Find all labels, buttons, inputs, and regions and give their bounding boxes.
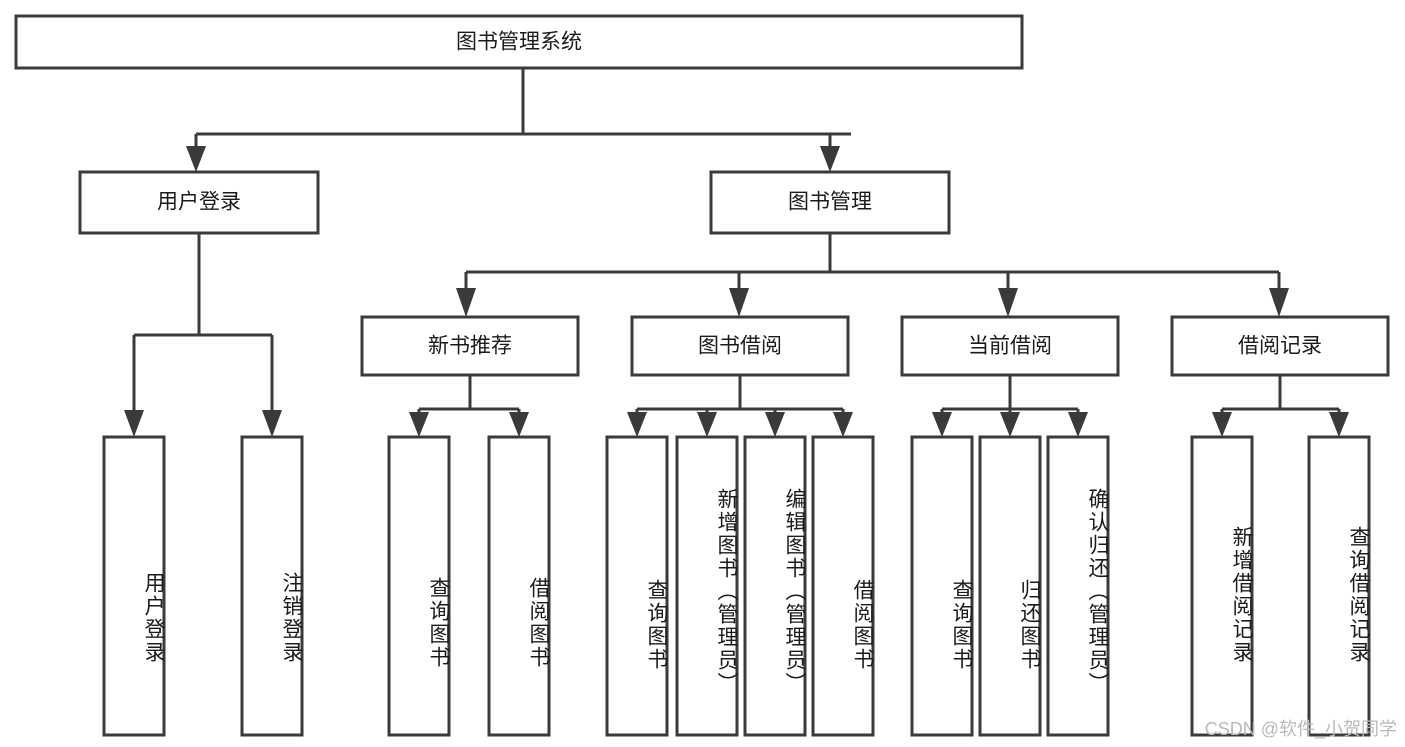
connector-book-management-to-level3 bbox=[456, 233, 1289, 317]
leaf-borrow-book-1-box[interactable] bbox=[487, 435, 551, 737]
arrow-to-leaf-query-record bbox=[1329, 412, 1349, 437]
arrow-to-leaf-borrow-book-2 bbox=[833, 412, 853, 437]
arrow-to-leaf-add-record bbox=[1212, 412, 1232, 437]
node-book-borrow-label: 图书借阅 bbox=[698, 335, 782, 358]
leaf-query-record-box[interactable] bbox=[1307, 435, 1371, 737]
leaf-confirm-return-label: 确认归还（管理员） bbox=[1086, 487, 1109, 695]
node-book-management-label: 图书管理 bbox=[788, 191, 872, 214]
node-borrow-record-box bbox=[1170, 315, 1390, 377]
node-current-borrow-label: 当前借阅 bbox=[968, 335, 1052, 358]
arrow-to-leaf-confirm-return bbox=[1068, 412, 1088, 437]
connector-current-borrow-to-leaves bbox=[932, 375, 1088, 437]
node-new-book-recommend[interactable]: 新书推荐 bbox=[360, 315, 580, 377]
arrow-to-current-borrow bbox=[998, 288, 1018, 317]
leaf-query-book-1-box[interactable] bbox=[387, 435, 451, 737]
leaf-query-book-3-box[interactable] bbox=[910, 435, 974, 737]
arrow-to-leaf-return-book bbox=[1000, 412, 1020, 437]
node-root-system[interactable]: 图书管理系统 bbox=[14, 14, 1024, 70]
arrow-to-leaf-user-login bbox=[124, 410, 144, 437]
leaf-user-login-box[interactable] bbox=[102, 435, 166, 737]
arrow-to-new-book-recommend bbox=[456, 288, 476, 317]
leaf-borrow-book-2-label: 借阅图书 bbox=[851, 579, 874, 671]
arrow-to-leaf-user-logout bbox=[262, 410, 282, 437]
connector-new-book-recommend-to-leaves bbox=[409, 375, 529, 437]
node-book-management-box bbox=[709, 170, 951, 235]
node-borrow-record[interactable]: 借阅记录 bbox=[1170, 315, 1390, 377]
arrow-to-book-borrow bbox=[729, 288, 749, 317]
leaf-add-book-label: 新增图书（管理员） bbox=[715, 487, 738, 695]
node-root-system-label: 图书管理系统 bbox=[456, 31, 582, 54]
arrow-to-leaf-query-book-3 bbox=[932, 412, 952, 437]
connector-borrow-record-to-leaves bbox=[1212, 375, 1349, 437]
node-root-system-box bbox=[14, 14, 1024, 70]
leaf-return-book-label: 归还图书 bbox=[1018, 579, 1041, 671]
leaf-query-book-3-label: 查询图书 bbox=[950, 579, 973, 671]
node-new-book-recommend-box bbox=[360, 315, 580, 377]
arrow-to-borrow-record bbox=[1269, 288, 1289, 317]
leaf-edit-book-label: 编辑图书（管理员） bbox=[783, 487, 806, 695]
connector-book-borrow-to-leaves bbox=[627, 375, 853, 437]
node-book-borrow-box bbox=[630, 315, 850, 377]
node-borrow-record-label: 借阅记录 bbox=[1238, 335, 1322, 358]
node-user-login-label: 用户登录 bbox=[157, 191, 241, 214]
node-current-borrow[interactable]: 当前借阅 bbox=[900, 315, 1120, 377]
node-book-management[interactable]: 图书管理 bbox=[709, 170, 951, 235]
node-user-login[interactable]: 用户登录 bbox=[78, 170, 320, 235]
arrow-to-leaf-borrow-book-1 bbox=[509, 412, 529, 437]
arrow-to-user-login bbox=[186, 146, 206, 172]
leaf-edit-book-box[interactable] bbox=[743, 435, 807, 737]
csdn-watermark: CSDN @软件_小贺同学 bbox=[1204, 719, 1397, 739]
arrow-to-leaf-add-book bbox=[697, 412, 717, 437]
arrow-to-book-management bbox=[820, 146, 840, 172]
leaf-borrow-book-2-box[interactable] bbox=[811, 435, 875, 737]
leaf-query-book-2-box[interactable] bbox=[605, 435, 669, 737]
leaf-borrow-book-1-label: 借阅图书 bbox=[527, 576, 550, 669]
leaf-add-book-box[interactable] bbox=[675, 435, 739, 737]
leaf-user-logout-label: 注销登录 bbox=[280, 571, 303, 664]
leaf-query-record-label: 查询借阅记录 bbox=[1347, 526, 1370, 664]
arrow-to-leaf-query-book-2 bbox=[627, 412, 647, 437]
leaf-query-book-2-label: 查询图书 bbox=[645, 579, 668, 671]
connector-root-to-level2 bbox=[186, 68, 851, 172]
leaf-add-record-label: 新增借阅记录 bbox=[1230, 526, 1253, 664]
leaf-add-record-box[interactable] bbox=[1190, 435, 1254, 737]
leaf-return-book-box[interactable] bbox=[978, 435, 1042, 737]
arrow-to-leaf-edit-book bbox=[765, 412, 785, 437]
node-book-borrow[interactable]: 图书借阅 bbox=[630, 315, 850, 377]
leaf-confirm-return-box[interactable] bbox=[1046, 435, 1110, 737]
arrow-to-leaf-query-book-1 bbox=[409, 412, 429, 437]
leaf-query-book-1-label: 查询图书 bbox=[427, 576, 450, 669]
node-user-login-box bbox=[78, 170, 320, 235]
connector-user-login-to-leaves bbox=[124, 233, 282, 437]
leaf-user-logout-box[interactable] bbox=[240, 435, 304, 737]
leaf-user-login-label: 用户登录 bbox=[142, 571, 165, 664]
node-new-book-recommend-label: 新书推荐 bbox=[428, 335, 512, 358]
